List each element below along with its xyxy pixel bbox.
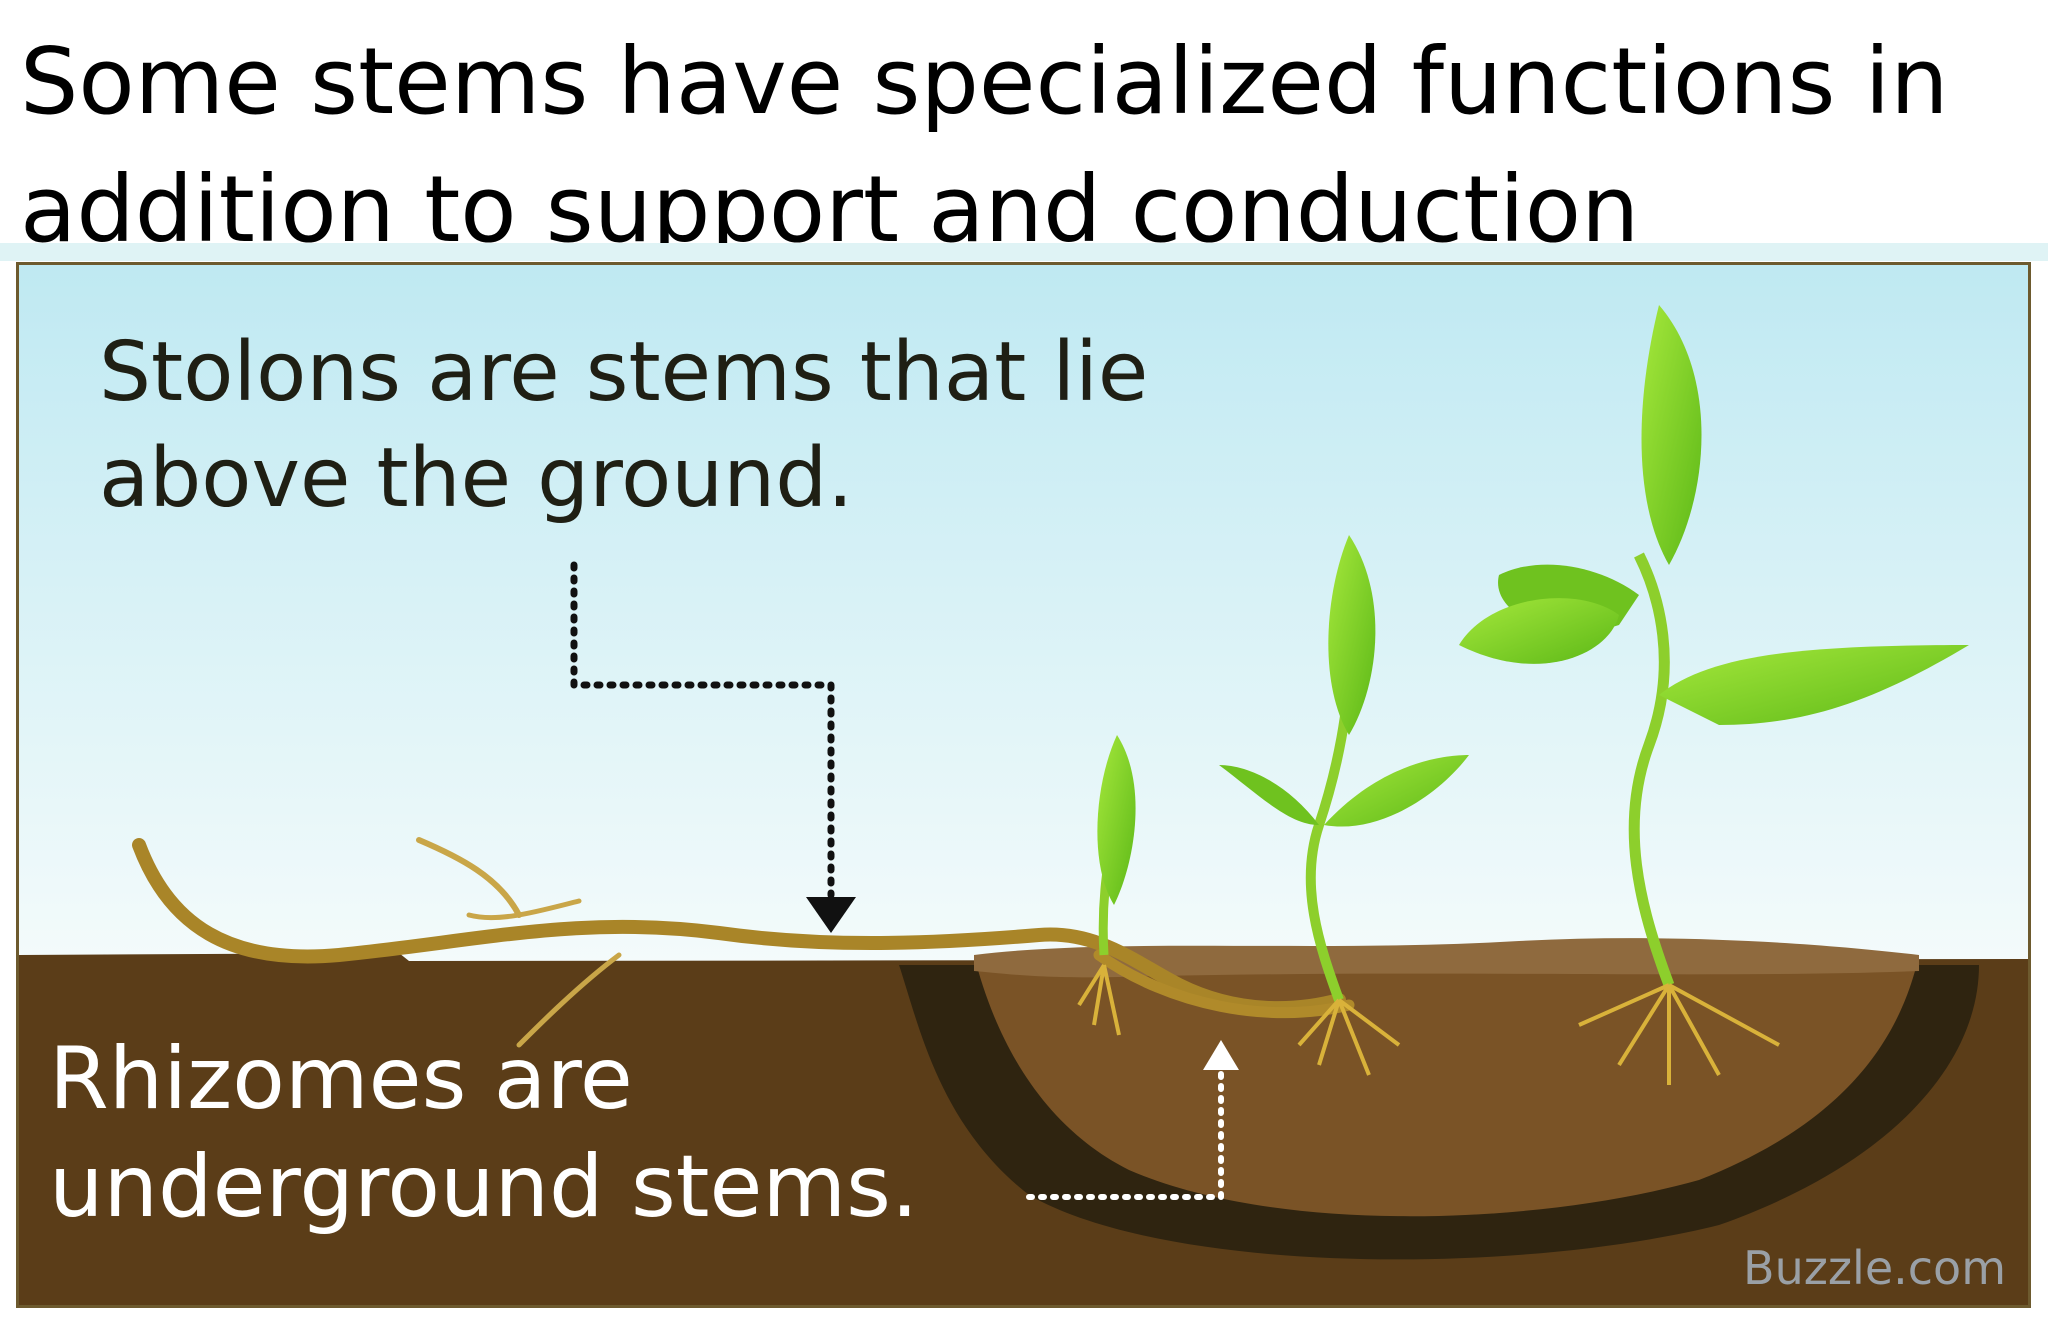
slide-title: Some stems have specialized functions in… xyxy=(20,18,2020,274)
stolon-pointer-arrowhead xyxy=(806,897,856,933)
rhizome-stem xyxy=(1093,949,1355,1019)
title-divider-band xyxy=(0,243,2048,261)
stolon-branch xyxy=(466,898,582,921)
stolon-pointer-line xyxy=(570,561,835,899)
plant-seedling-medium xyxy=(1219,535,1469,1076)
plant-mature-large xyxy=(1459,305,1969,1085)
rhizome-label-line-1: Rhizomes are xyxy=(49,1029,633,1129)
stems-illustration: Stolons are stems that lie above the gro… xyxy=(16,262,2031,1308)
stolon-label: Stolons are stems that lie above the gro… xyxy=(99,320,1148,532)
soil-surface-texture xyxy=(974,938,1919,978)
stolon-label-line-1: Stolons are stems that lie xyxy=(99,325,1149,420)
rhizome-pointer-arrowhead xyxy=(1203,1040,1239,1070)
stolon-stem xyxy=(132,838,1346,1016)
slide-title-line-1: Some stems have specialized functions in xyxy=(20,28,1949,135)
watermark: Buzzle.com xyxy=(1743,1241,2006,1295)
stolon-root xyxy=(516,952,622,1048)
soil-cutaway xyxy=(974,955,1919,1217)
stolon-branch xyxy=(416,837,522,918)
rhizome-label: Rhizomes are underground stems. xyxy=(49,1025,918,1241)
stolon-label-line-2: above the ground. xyxy=(99,431,854,526)
rhizome-label-line-2: underground stems. xyxy=(49,1137,919,1237)
illustration-graphic xyxy=(19,265,2028,1305)
rhizome-pointer-line xyxy=(1026,1067,1224,1200)
plant-sprout-small xyxy=(1077,735,1136,1036)
